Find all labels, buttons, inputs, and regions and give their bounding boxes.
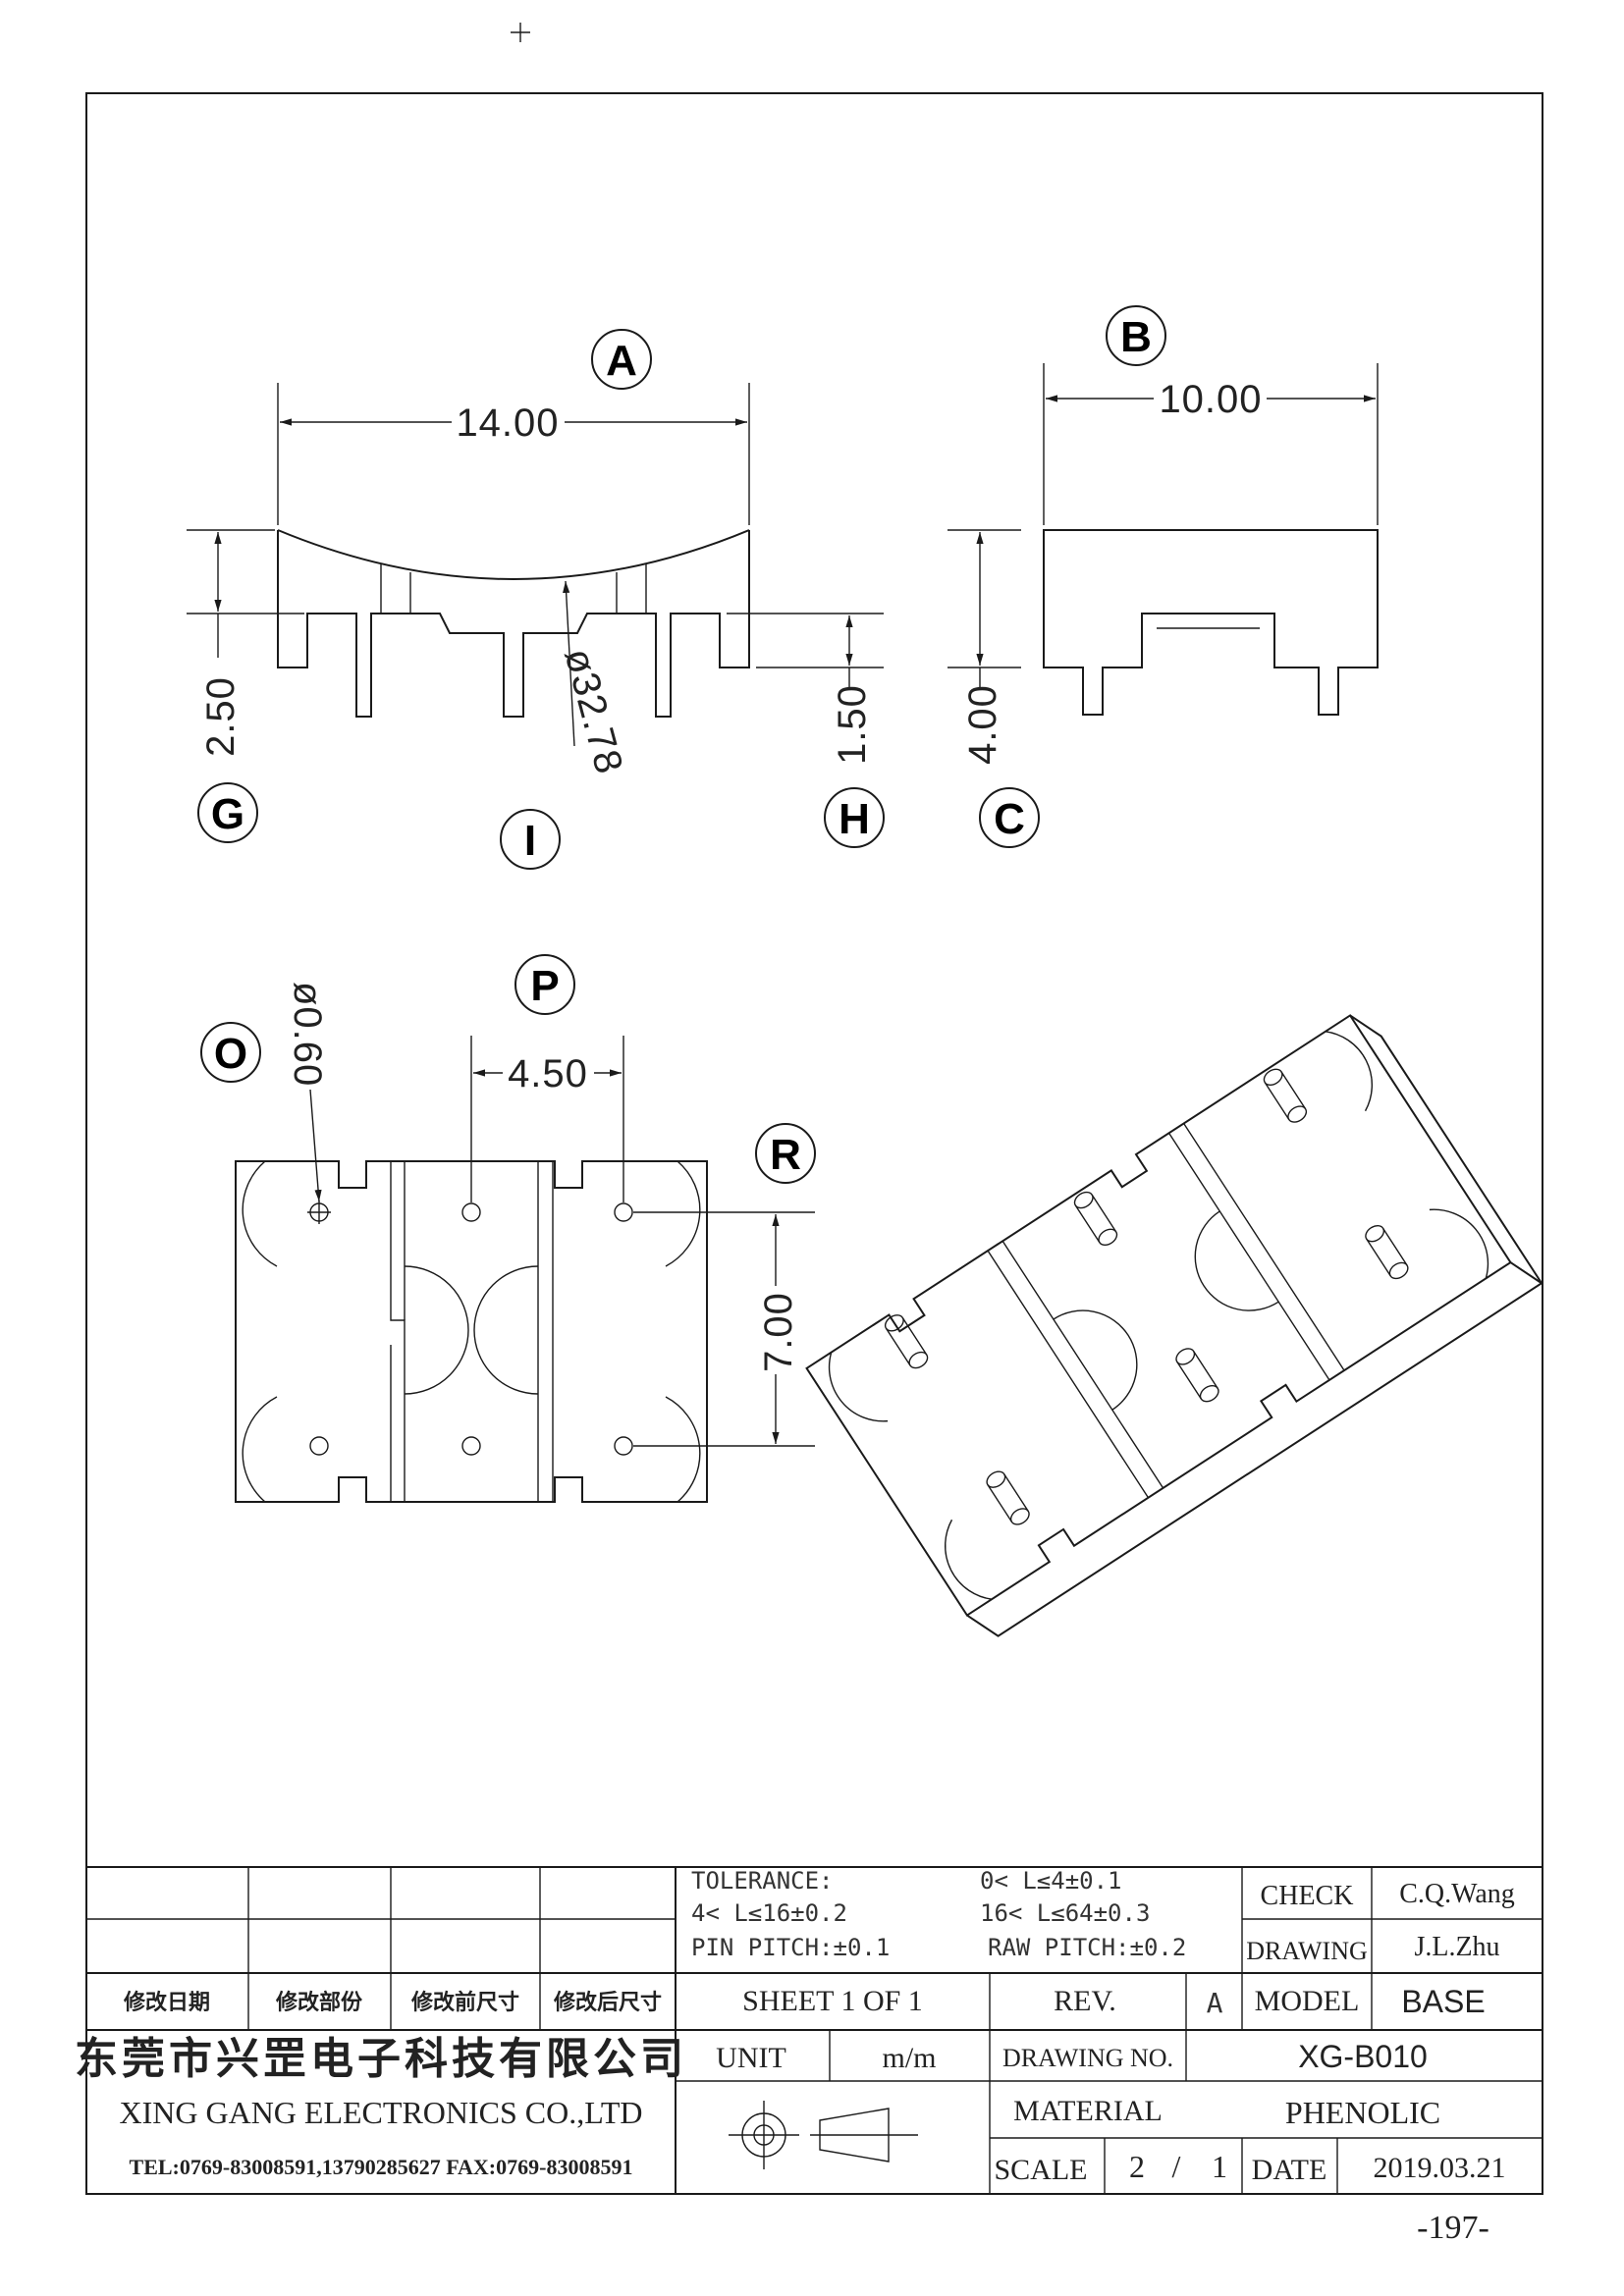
drawing-label: DRAWING	[1246, 1937, 1368, 1965]
dimension-a-value: 14.00	[456, 401, 559, 445]
front-view	[277, 529, 750, 718]
isometric-view	[805, 1014, 1543, 1637]
dimension-h: 1.50 H	[727, 613, 885, 848]
top-view	[235, 1160, 708, 1503]
company-contact: TEL:0769-83008591,13790285627 FAX:0769-8…	[130, 2155, 633, 2179]
callout-h: H	[839, 795, 870, 843]
tolerance-label: TOLERANCE:	[691, 1867, 834, 1895]
rev-header-4: 修改后尺寸	[553, 1990, 662, 2014]
date-label: DATE	[1252, 2154, 1327, 2186]
callout-c: C	[994, 795, 1025, 843]
title-block: TOLERANCE: 0< L≤4±0.1 4< L≤16±0.2 16< L≤…	[75, 1866, 1543, 2194]
side-view	[1043, 529, 1379, 716]
tolerance-2: 4< L≤16±0.2	[691, 1899, 847, 1927]
dimension-p-value: 4.50	[508, 1052, 588, 1095]
rev-label: REV.	[1054, 1985, 1116, 2017]
sheet-info: SHEET 1 OF 1	[742, 1985, 923, 2017]
dimension-c: 4.00 C	[947, 529, 1040, 848]
callout-b: B	[1120, 313, 1152, 361]
model-label: MODEL	[1255, 1985, 1360, 2017]
check-value: C.Q.Wang	[1399, 1879, 1515, 1909]
dimension-g-value: 2.50	[199, 676, 243, 757]
material-value: PHENOLIC	[1285, 2095, 1440, 2130]
dimension-o: ø0.60 O	[200, 982, 329, 1202]
drawing-no-value: XG-B010	[1298, 2039, 1428, 2074]
callout-g: G	[211, 790, 244, 838]
dimension-o-value: ø0.60	[286, 982, 329, 1087]
company-name-cn: 东莞市兴罡电子科技有限公司	[75, 2035, 687, 2083]
rev-header-1: 修改日期	[123, 1990, 210, 2014]
dimension-a: 14.00 A	[277, 329, 750, 525]
callout-i: I	[524, 817, 536, 865]
callout-o: O	[214, 1030, 247, 1078]
callout-a: A	[606, 337, 637, 385]
scale-denominator: 1	[1212, 2149, 1227, 2184]
tolerance-3: 16< L≤64±0.3	[980, 1899, 1150, 1927]
date-value: 2019.03.21	[1374, 2152, 1506, 2184]
projection-symbol	[729, 2101, 918, 2169]
scale-separator: /	[1172, 2149, 1181, 2184]
scale-numerator: 2	[1129, 2149, 1145, 2184]
material-label: MATERIAL	[1013, 2095, 1163, 2127]
dimension-r: 7.00 R	[633, 1123, 816, 1447]
scale-label: SCALE	[994, 2154, 1087, 2186]
rev-header-3: 修改前尺寸	[410, 1990, 519, 2014]
check-label: CHECK	[1261, 1881, 1354, 1911]
unit-label: UNIT	[716, 2042, 786, 2074]
tolerance-1: 0< L≤4±0.1	[980, 1867, 1122, 1895]
drawing-frame	[85, 92, 1543, 2195]
registration-mark	[511, 23, 530, 42]
model-value: BASE	[1401, 1984, 1485, 2019]
rev-header-2: 修改部份	[275, 1990, 363, 2014]
dimension-g: 2.50 G	[187, 529, 304, 843]
dimension-r-value: 7.00	[757, 1292, 800, 1372]
dimension-i-value: ø32.78	[556, 644, 630, 778]
company-name-en: XING GANG ELECTRONICS CO.,LTD	[119, 2095, 642, 2130]
drawing-value: J.L.Zhu	[1414, 1932, 1499, 1962]
dimension-c-value: 4.00	[961, 684, 1004, 765]
page-number: -197-	[1417, 2210, 1489, 2246]
dimension-i: ø32.78 I	[500, 580, 631, 870]
dimension-b-value: 10.00	[1159, 378, 1262, 421]
dimension-p: 4.50 P	[470, 954, 624, 1202]
callout-p: P	[530, 962, 559, 1010]
dimension-h-value: 1.50	[831, 684, 874, 765]
dimension-b: 10.00 B	[1043, 305, 1379, 525]
raw-pitch: RAW PITCH:±0.2	[988, 1934, 1186, 1961]
unit-value: m/m	[882, 2042, 936, 2074]
callout-r: R	[770, 1131, 801, 1179]
drawing-no-label: DRAWING NO.	[1002, 2044, 1173, 2072]
rev-value: A	[1207, 1987, 1223, 2019]
pin-pitch: PIN PITCH:±0.1	[691, 1934, 890, 1961]
